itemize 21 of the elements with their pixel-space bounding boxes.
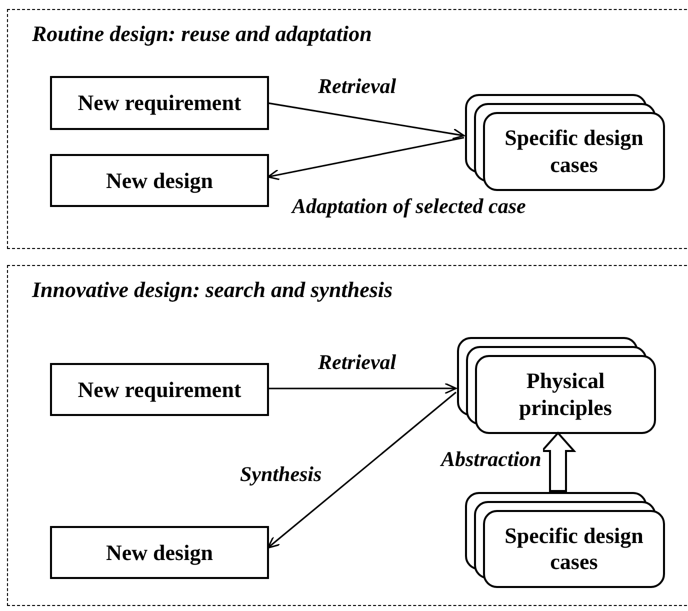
process-box: [50, 76, 269, 130]
card-stack: [457, 337, 656, 434]
arrow: [268, 382, 457, 394]
box-label: New design: [106, 540, 213, 566]
card-label: Physical principles: [518, 368, 613, 421]
dashed-panel: [7, 265, 688, 606]
process-box: [50, 154, 269, 207]
arrow: [268, 102, 465, 140]
process-box: [50, 363, 269, 416]
card-label: Specific design cases: [504, 125, 644, 178]
card-label: Specific design cases: [504, 522, 644, 576]
box-label: New requirement: [78, 376, 242, 402]
card-stack: [465, 492, 665, 588]
panel-title: Routine design: reuse and adaptation: [32, 21, 372, 47]
box-label: New design: [106, 168, 213, 194]
arrow: [267, 136, 464, 180]
panel-title: Innovative design: search and synthesis: [32, 277, 393, 303]
arrow: [267, 392, 456, 549]
box-label: New requirement: [78, 90, 242, 116]
card-stack: [465, 94, 665, 191]
process-box: [50, 526, 269, 579]
